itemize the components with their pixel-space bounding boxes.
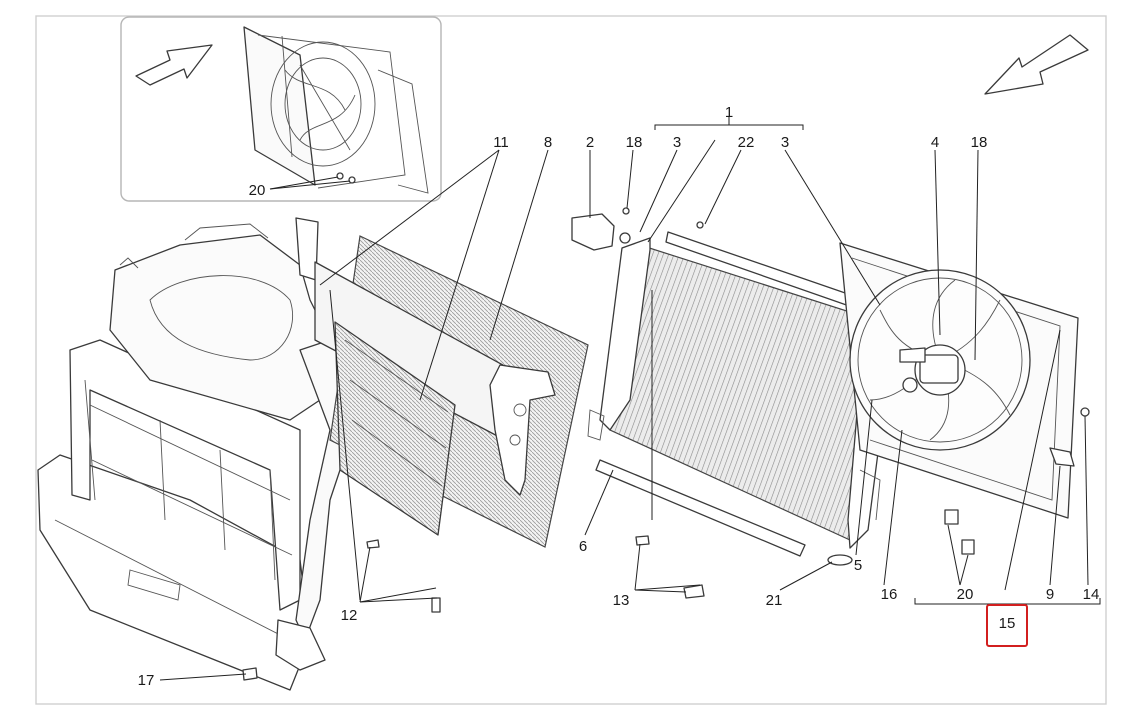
callout-17: 17 [138,672,155,689]
diagram-frame [35,15,1107,705]
callout-22: 22 [738,134,755,151]
callout-2: 2 [586,134,594,151]
callout-18-top: 18 [626,134,643,151]
mount-pad [827,554,853,566]
bracket [571,213,615,251]
bolt-icon [683,584,705,599]
callout-3-left: 3 [673,134,681,151]
callout-8: 8 [544,134,552,151]
callout-9: 9 [1046,586,1054,603]
callout-11: 11 [493,134,509,151]
callout-18-right: 18 [971,134,988,151]
callout-15-highlighted: 15 [999,615,1016,632]
callout-labels: 1 2 18 3 22 3 11 8 4 18 20 6 5 16 20 9 1… [138,104,1100,689]
callout-21: 21 [766,592,783,609]
bolt-icon [635,535,650,546]
leader-lines [159,117,1101,681]
callout-5: 5 [854,557,862,574]
highlight-box [986,604,1028,647]
callout-13: 13 [613,592,630,609]
callout-14: 14 [1083,586,1100,603]
callout-4: 4 [931,134,939,151]
direction-arrow-icon [984,34,1089,95]
callout-20-inset: 20 [249,182,266,199]
inset-detail [120,16,442,202]
bolt-icon [242,667,258,681]
callout-20: 20 [957,586,974,603]
callout-6: 6 [579,538,587,555]
bolt-icon [366,539,380,549]
callout-1: 1 [725,104,733,121]
callout-3-right: 3 [781,134,789,151]
bolt-icon [431,597,441,613]
callout-16: 16 [881,586,898,603]
inset-direction-arrow-icon [135,44,213,86]
callout-12: 12 [341,607,358,624]
condenser [314,235,589,548]
